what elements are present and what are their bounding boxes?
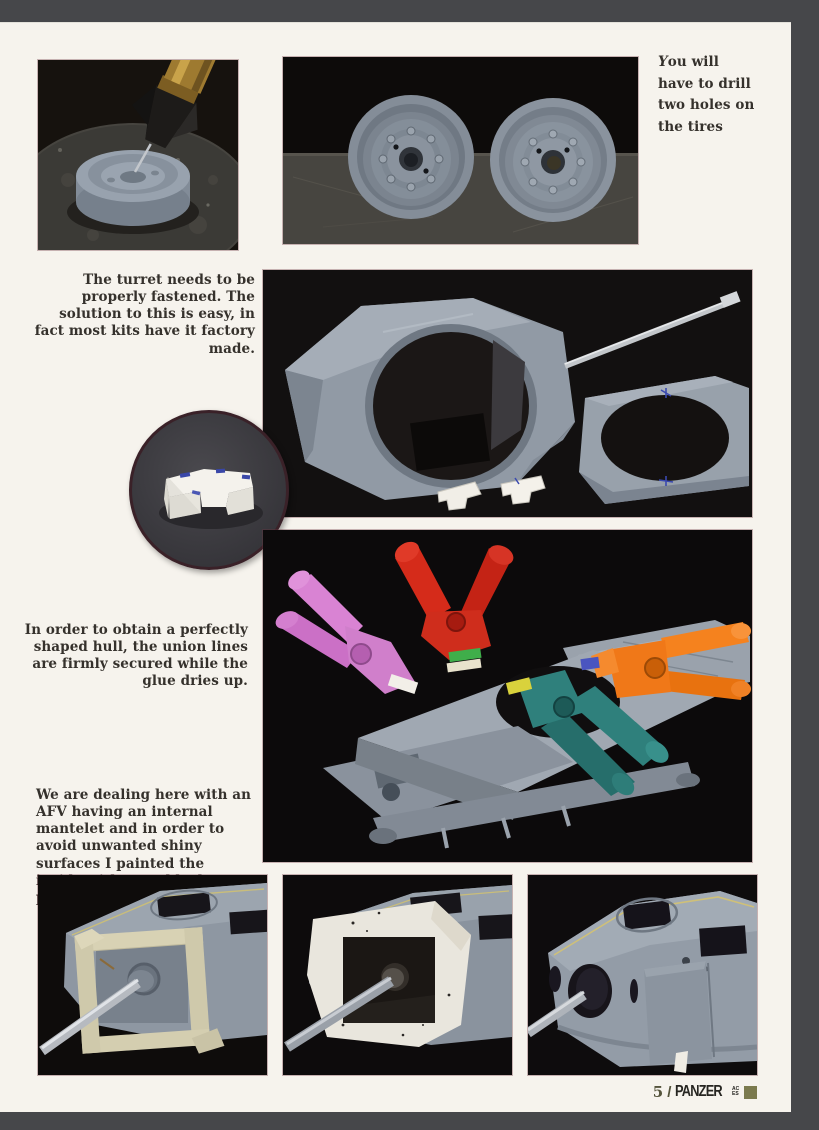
logo-square-icon: [744, 1085, 757, 1099]
turret-unmasked-illustration: [528, 875, 757, 1075]
two-wheels-illustration: [283, 57, 638, 244]
road-wheel: [76, 150, 190, 226]
teal-clamp: [505, 670, 669, 796]
caption-turret: The turret needs to be properly fastened…: [34, 272, 255, 357]
masked-turret-2-illustration: [283, 875, 512, 1075]
photo-drilling-wheel: [37, 59, 239, 251]
photo-masked-turret-1: [37, 874, 268, 1076]
masked-turret-1-illustration: [38, 875, 267, 1075]
turret-parts-illustration: [263, 270, 752, 517]
drilling-wheel-illustration: [38, 60, 238, 250]
caption-hull: In order to obtain a perfectly shaped hu…: [24, 622, 248, 690]
red-clamp: [394, 541, 514, 673]
page-footer: 5 / PANZER ACES: [652, 1083, 757, 1101]
metal-barrel: [39, 970, 154, 1056]
turret-shell: [285, 298, 575, 500]
metal-barrel: [284, 963, 409, 1052]
pink-clamp: [275, 570, 419, 695]
wheel-left: [348, 95, 474, 219]
photo-two-wheels: [282, 56, 639, 245]
magazine-logo: PANZER: [675, 1083, 723, 1100]
mantlet-front: [549, 961, 715, 1065]
white-resin-parts: [437, 475, 546, 511]
photo-clamped-hull: [262, 529, 753, 863]
folio-separator: /: [667, 1083, 672, 1101]
photo-turret-parts: [262, 269, 753, 518]
photo-masked-turret-2: [282, 874, 513, 1076]
page-number: 5: [652, 1083, 664, 1101]
magazine-logo-suffix: ACES: [732, 1086, 740, 1097]
clamped-hull-illustration: [263, 530, 752, 862]
orange-clamp: [580, 622, 751, 700]
hull-top-plate: [579, 376, 749, 504]
inset-resin-part: [129, 410, 289, 570]
photo-turret-unmasked: [527, 874, 758, 1076]
wheel-right: [490, 98, 616, 222]
caption-tires: You will have to drill two holes on the …: [658, 54, 755, 135]
metal-barrel: [528, 990, 587, 1038]
white-tab: [674, 1051, 688, 1073]
resin-part-illustration: [159, 468, 263, 529]
pin-vise: [131, 60, 238, 173]
caption-mantelet: We are dealing here with an AFV having a…: [36, 787, 252, 906]
gun-barrel: [563, 291, 741, 369]
white-bracket: [164, 468, 254, 519]
